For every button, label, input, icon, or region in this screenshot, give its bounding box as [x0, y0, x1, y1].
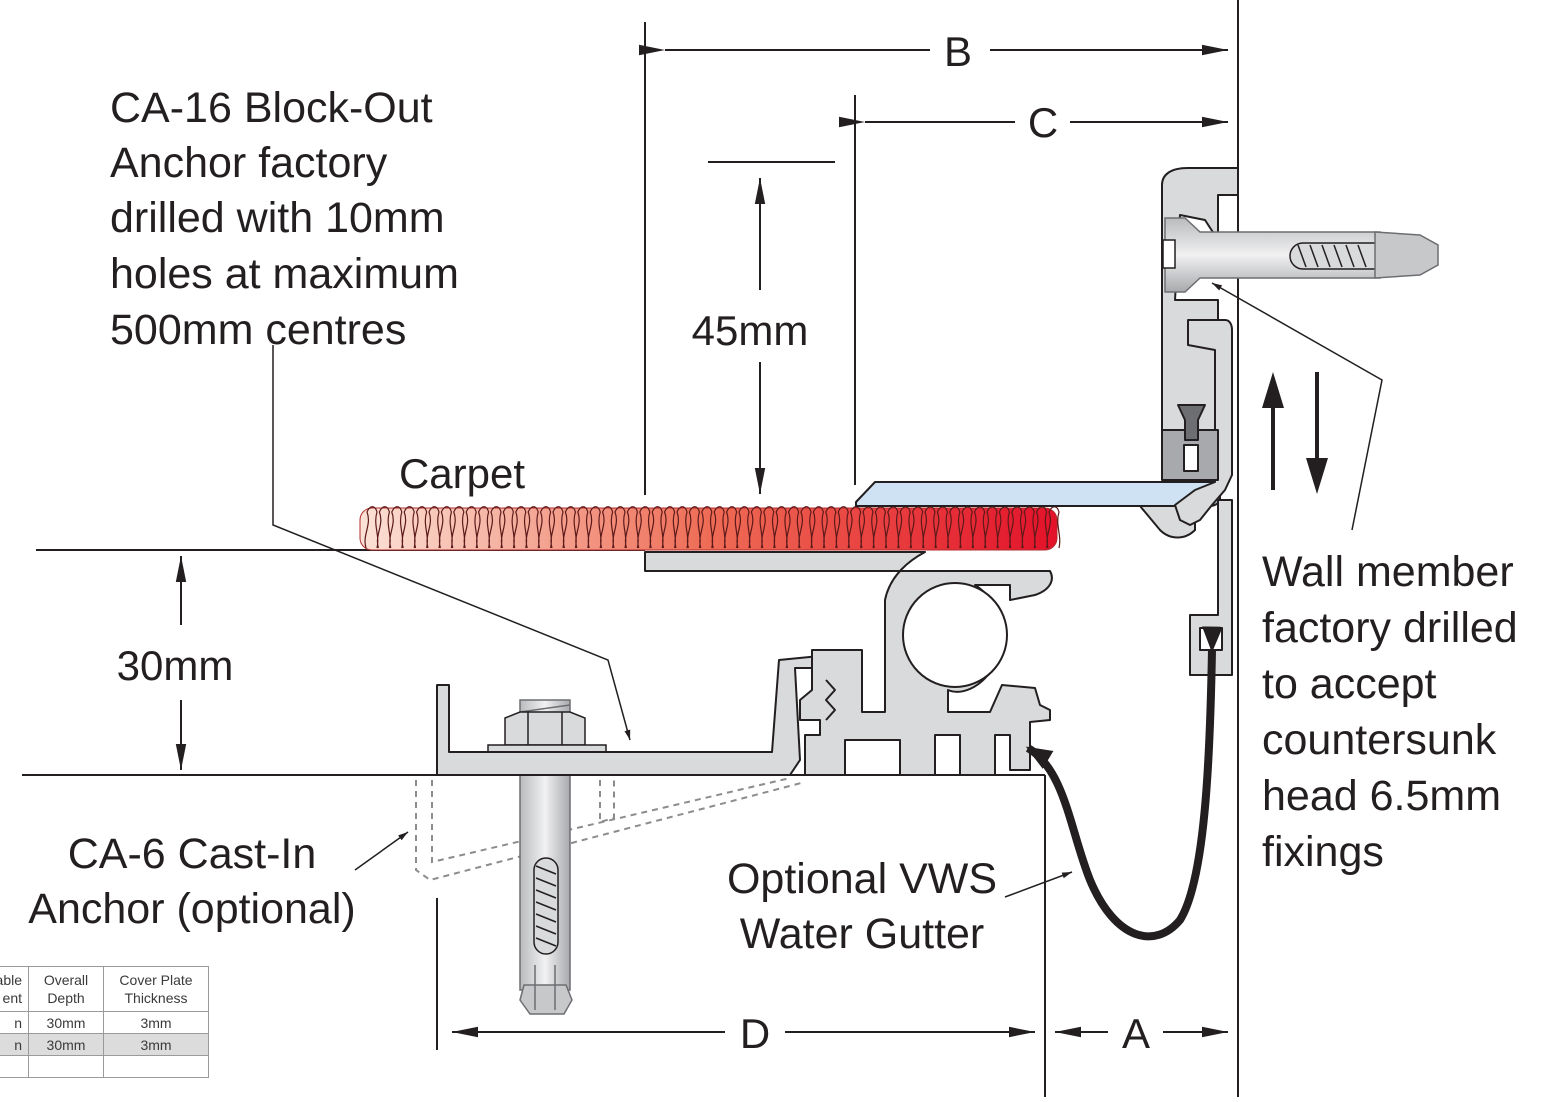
wall-member-note-line: to accept [1262, 660, 1437, 708]
height-label: 45mm [692, 307, 809, 354]
block-out-anchor-note-line: 500mm centres [110, 306, 406, 354]
table-cell: n [0, 1033, 29, 1056]
table-header-cell: Overall Depth [28, 966, 104, 1012]
dimension-labels: B C D A 45mm 30mm [117, 28, 1150, 1057]
cast-in-anchor-note-line: CA-6 Cast-In [68, 830, 317, 878]
cover-plate [855, 481, 1221, 507]
table-cell [0, 1055, 29, 1078]
carpet-label: Carpet [399, 450, 525, 497]
wall-member-note-line: countersunk [1262, 716, 1497, 764]
block-out-anchor-note-line: Anchor factory [110, 139, 388, 187]
water-gutter [1025, 626, 1223, 941]
wall-member-note-line: factory drilled [1262, 604, 1518, 652]
block-out-anchor-note-line: CA-16 Block-Out [110, 84, 433, 132]
table-cell: 30mm [28, 1033, 104, 1056]
table-cell: 3mm [103, 1033, 209, 1056]
spec-table: able ent Overall Depth Cover Plate Thick… [0, 966, 209, 1078]
dim-label-b: B [944, 28, 972, 75]
anchor-bolt [487, 699, 607, 1015]
carpet [359, 506, 1061, 551]
wall-member-note-line: head 6.5mm [1262, 772, 1501, 820]
table-row [0, 1055, 209, 1078]
dim-label-c: C [1028, 99, 1058, 146]
gutter-note-line: Optional VWS [727, 855, 997, 903]
leader-lines [272, 282, 1383, 898]
gutter-note-line: Water Gutter [740, 910, 985, 958]
depth-label: 30mm [117, 642, 234, 689]
table-cell [103, 1055, 209, 1078]
wall-member-note: Wall member factory drilled to accept co… [1262, 548, 1518, 876]
table-header-text: Overall Depth [43, 972, 89, 1006]
table-header-row: able ent Overall Depth Cover Plate Thick… [0, 966, 209, 1012]
cast-in-anchor-note: CA-6 Cast-In Anchor (optional) [28, 830, 355, 933]
dimension-lines [175, 22, 1228, 1038]
table-header-cell: able ent [0, 966, 29, 1012]
block-out-anchor-profile [436, 651, 863, 776]
table-row: n 30mm 3mm [0, 1011, 209, 1034]
wall-member-note-line: fixings [1262, 828, 1384, 876]
block-out-anchor-note-line: holes at maximum [110, 250, 459, 298]
table-header-text: Cover Plate Thickness [119, 972, 193, 1006]
table-cell: n [0, 1011, 29, 1034]
table-cell: 3mm [103, 1011, 209, 1034]
cast-in-anchor-note-line: Anchor (optional) [28, 885, 355, 933]
block-out-anchor-note-line: drilled with 10mm [110, 194, 445, 242]
table-header-text: able ent [0, 972, 22, 1006]
table-cell [28, 1055, 104, 1078]
block-out-anchor-note: CA-16 Block-Out Anchor factory drilled w… [110, 84, 459, 354]
table-row: n 30mm 3mm [0, 1033, 209, 1056]
wall-anchor-bolt [1162, 217, 1439, 293]
table-cell: 30mm [28, 1011, 104, 1034]
wall-member-note-line: Wall member [1262, 548, 1514, 596]
table-header-cell: Cover Plate Thickness [103, 966, 209, 1012]
centre-profile [644, 551, 1053, 776]
cast-in-anchor [415, 777, 806, 882]
gutter-note: Optional VWS Water Gutter [727, 855, 997, 958]
movement-arrows [1262, 372, 1328, 494]
dim-label-d: D [740, 1010, 770, 1057]
dim-label-a: A [1122, 1010, 1150, 1057]
